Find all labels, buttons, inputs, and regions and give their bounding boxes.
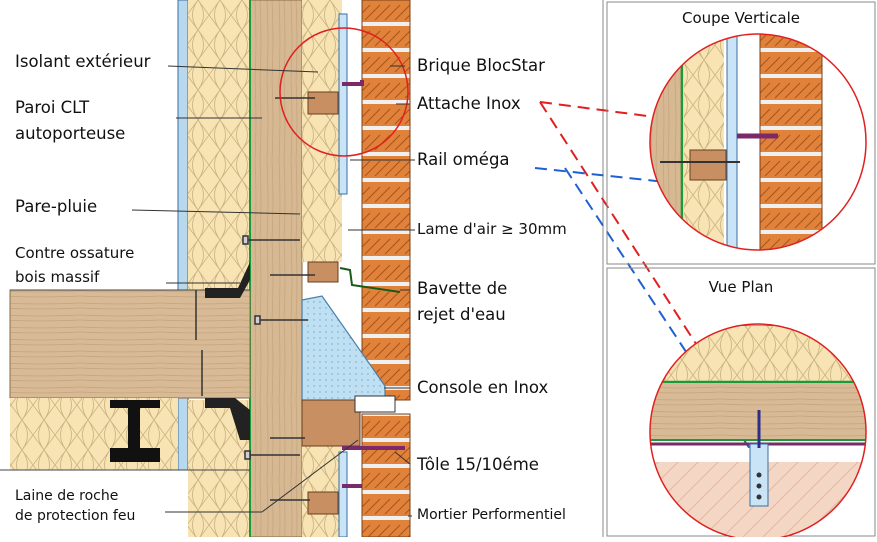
label-bavette-2: rejet d'eau (417, 305, 506, 324)
label-contre-1: Contre ossature (15, 244, 135, 262)
label-pare-pluie: Pare-pluie (15, 197, 98, 216)
label-tole: Tôle 15/10éme (417, 455, 539, 474)
label-paroi-2: autoporteuse (15, 124, 126, 143)
label-laine-2: de protection feu (15, 508, 136, 524)
label-contre-2: bois massif (15, 268, 100, 286)
label-isolant: Isolant extérieur (15, 52, 151, 71)
label-bavette-1: Bavette de (417, 279, 508, 298)
label-laine-1: Laine de roche (15, 488, 119, 504)
coupe-detail (650, 34, 866, 250)
plan-detail (650, 324, 866, 540)
panel-title-plan: Vue Plan (708, 278, 774, 296)
label-attache: Attache Inox (417, 94, 521, 113)
leader-lines (131, 65, 415, 517)
panel-title-coupe: Coupe Verticale (681, 9, 801, 27)
focus-circle (279, 27, 409, 157)
label-console: Console en Inox (417, 378, 549, 397)
label-rail: Rail oméga (417, 150, 510, 169)
label-lame: Lame d'air ≥ 30mm (417, 220, 567, 238)
coupe-panel (606, 1, 876, 265)
main-section (0, 0, 604, 538)
label-brique: Brique BlocStar (417, 56, 545, 75)
label-mortier: Mortier Performentiel (417, 507, 566, 523)
label-paroi-1: Paroi CLT (15, 98, 90, 117)
